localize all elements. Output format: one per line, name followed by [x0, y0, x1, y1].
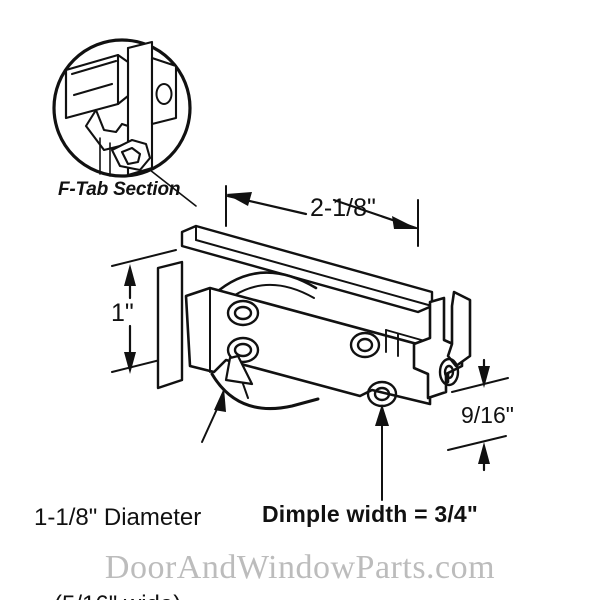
wheel-diameter-line-2: (5/16" wide): [34, 590, 201, 600]
ftab-section-geometry: [64, 40, 178, 177]
f-tab-hook: [446, 290, 472, 368]
housing-left-flange: [156, 260, 184, 390]
dimension-left-arrowheads: [124, 264, 136, 374]
wheel-diameter-label: 1-1/8" Diameter (5/16" wide): [34, 444, 201, 600]
top-rail-inner-edge: [195, 239, 433, 307]
f-tab-bracket: [412, 296, 464, 400]
dimension-top-label: 2-1/8": [310, 194, 376, 222]
dimension-left-label: 1": [111, 299, 134, 327]
diameter-leader-arrowhead: [214, 388, 226, 412]
wheel-diameter-line-1: 1-1/8" Diameter: [34, 503, 202, 531]
mounting-hole-center: [349, 331, 381, 359]
mounting-hole-lower-left: [226, 336, 260, 364]
ftab-section-label: F-Tab Section: [58, 179, 181, 200]
f-tab-pin: [438, 357, 460, 387]
dimple-leader-arrowhead: [375, 404, 389, 426]
site-watermark: DoorAndWindowParts.com: [104, 549, 496, 586]
dimension-top-arrowheads: [226, 192, 418, 229]
ftab-leader-line: [149, 169, 197, 207]
dimension-right-label: 9/16": [461, 402, 514, 428]
mounting-hole-upper-left: [226, 299, 260, 327]
dimple-width-label: Dimple width = 3/4": [262, 501, 478, 527]
dimension-right-arrowheads: [478, 366, 490, 464]
lower-tab-tongue: [224, 354, 254, 386]
